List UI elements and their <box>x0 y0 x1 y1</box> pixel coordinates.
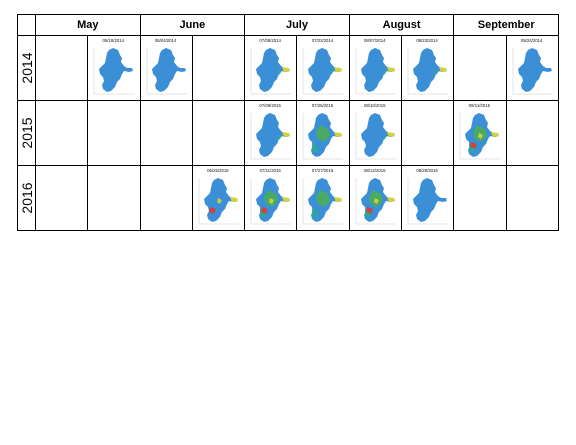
empty-cell <box>34 100 89 166</box>
acquisition-date: 07/11/2016 <box>259 168 281 173</box>
image-cell: 06/04/2014 <box>139 35 193 101</box>
empty-cell <box>87 100 141 166</box>
acquisition-date: 09/11/2015 <box>468 103 490 108</box>
month-header-row: May June July August September <box>17 14 559 36</box>
empty-cell <box>34 35 89 101</box>
image-cell: 08/07/2014 <box>348 35 403 101</box>
year-row-2014: 2014 05/18/2014 06/04/2014 07/08/2014 07/22/… <box>17 35 560 101</box>
month-header-august: August <box>348 14 455 36</box>
acquisition-date: 07/22/2014 <box>311 38 334 43</box>
lake-map-thumbnail[interactable]: 09/11/2015 <box>457 103 501 161</box>
acquisition-date: 07/27/2016 <box>311 168 334 173</box>
empty-cell <box>401 100 455 166</box>
acquisition-date: 07/09/2015 <box>259 103 281 108</box>
image-cell: 08/10/2015 <box>348 100 403 166</box>
acquisition-date: 05/18/2014 <box>102 38 125 43</box>
month-header-september: September <box>453 14 559 36</box>
month-header-july: July <box>244 14 350 36</box>
acquisition-date: 07/08/2014 <box>259 38 281 43</box>
image-cell: 07/08/2014 <box>244 35 298 101</box>
lake-map-thumbnail[interactable]: 09/24/2014 <box>510 38 554 96</box>
lake-map-thumbnail[interactable]: 05/18/2014 <box>91 38 135 96</box>
acquisition-date: 08/28/2016 <box>416 168 438 173</box>
acquisition-date: 06/04/2014 <box>154 38 177 43</box>
acquisition-date: 08/07/2014 <box>364 38 386 43</box>
empty-cell <box>191 100 246 166</box>
lake-map-thumbnail[interactable]: 07/09/2015 <box>248 103 292 161</box>
month-header-june: June <box>139 14 246 36</box>
year-row-2016: 2016 06/25/2016 07/11/2016 07/27/2016 08/12/… <box>17 165 560 231</box>
lake-map-thumbnail[interactable]: 07/08/2014 <box>248 38 292 96</box>
lake-map-thumbnail[interactable]: 08/12/2016 <box>353 168 397 226</box>
satellite-image-grid: May June July August September 2014 05/18… <box>17 14 560 231</box>
acquisition-date: 08/10/2015 <box>364 103 386 108</box>
acquisition-date: 08/23/2014 <box>416 38 438 43</box>
empty-cell <box>191 35 246 101</box>
year-label-cell: 2016 <box>17 165 36 231</box>
month-header-may: May <box>35 14 141 36</box>
image-cell: 07/25/2015 <box>296 100 350 166</box>
image-cell: 06/25/2016 <box>191 165 246 231</box>
lake-map-thumbnail[interactable]: 07/22/2014 <box>300 38 344 96</box>
empty-cell <box>453 165 507 231</box>
acquisition-date: 06/25/2016 <box>207 168 229 173</box>
acquisition-date: 07/25/2015 <box>311 103 334 108</box>
empty-cell <box>505 100 560 166</box>
acquisition-date: 09/24/2014 <box>520 38 543 43</box>
lake-map-thumbnail[interactable]: 07/27/2016 <box>300 168 344 226</box>
lake-map-thumbnail[interactable]: 06/04/2014 <box>144 38 188 96</box>
image-cell: 08/28/2016 <box>401 165 455 231</box>
lake-map-thumbnail[interactable]: 08/28/2016 <box>405 168 449 226</box>
empty-cell <box>139 100 193 166</box>
empty-cell <box>139 165 193 231</box>
image-cell: 07/09/2015 <box>244 100 298 166</box>
acquisition-date: 08/12/2016 <box>364 168 386 173</box>
image-cell: 05/18/2014 <box>87 35 141 101</box>
image-cell: 08/12/2016 <box>348 165 403 231</box>
image-cell: 07/27/2016 <box>296 165 350 231</box>
lake-map-thumbnail[interactable]: 08/23/2014 <box>405 38 449 96</box>
image-cell: 07/11/2016 <box>244 165 298 231</box>
empty-cell <box>87 165 141 231</box>
empty-cell <box>505 165 560 231</box>
year-label: 2016 <box>18 182 35 214</box>
lake-map-thumbnail[interactable]: 08/10/2015 <box>353 103 397 161</box>
lake-map-thumbnail[interactable]: 07/11/2016 <box>248 168 292 226</box>
year-label-cell: 2015 <box>17 100 36 166</box>
image-cell: 09/11/2015 <box>453 100 507 166</box>
corner-cell <box>17 14 36 36</box>
image-cell: 07/22/2014 <box>296 35 350 101</box>
year-label-cell: 2014 <box>17 35 36 101</box>
year-label: 2014 <box>18 52 35 84</box>
year-row-2015: 2015 07/09/2015 07/25/2015 08/10/2015 09/11/… <box>17 100 560 166</box>
year-label: 2015 <box>18 117 35 149</box>
empty-cell <box>34 165 89 231</box>
lake-map-thumbnail[interactable]: 06/25/2016 <box>196 168 240 226</box>
lake-map-thumbnail[interactable]: 07/25/2015 <box>300 103 344 161</box>
image-cell: 08/23/2014 <box>401 35 455 101</box>
empty-cell <box>453 35 507 101</box>
image-cell: 09/24/2014 <box>505 35 560 101</box>
lake-map-thumbnail[interactable]: 08/07/2014 <box>353 38 397 96</box>
